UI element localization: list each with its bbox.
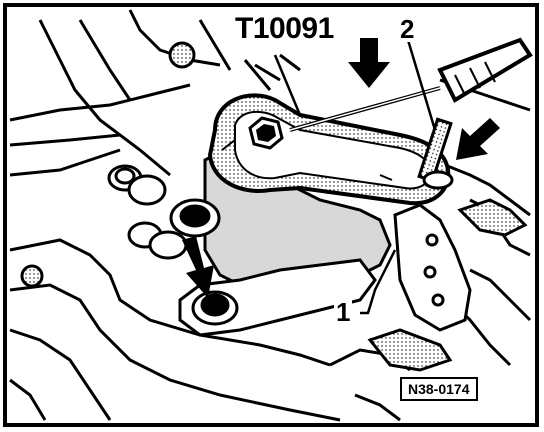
- callout-2: 2: [398, 14, 417, 44]
- callout-1: 1: [334, 297, 353, 327]
- leader-lines: [273, 39, 437, 315]
- lower-block: [367, 328, 453, 372]
- arrow-icon-lower: [182, 236, 214, 298]
- screwdriver: [289, 37, 533, 132]
- arrow-icon-right: [456, 118, 500, 160]
- bolt-heads: [20, 41, 239, 326]
- arrow-icon-top: [348, 38, 390, 88]
- bolt-item-2: [417, 117, 454, 190]
- tool-head-bolt: [248, 116, 284, 150]
- tool-label: T10091: [232, 14, 337, 44]
- figure-id-badge: N38-0174: [400, 377, 478, 401]
- figure-border: [3, 3, 539, 427]
- lever-bracket: [393, 198, 528, 332]
